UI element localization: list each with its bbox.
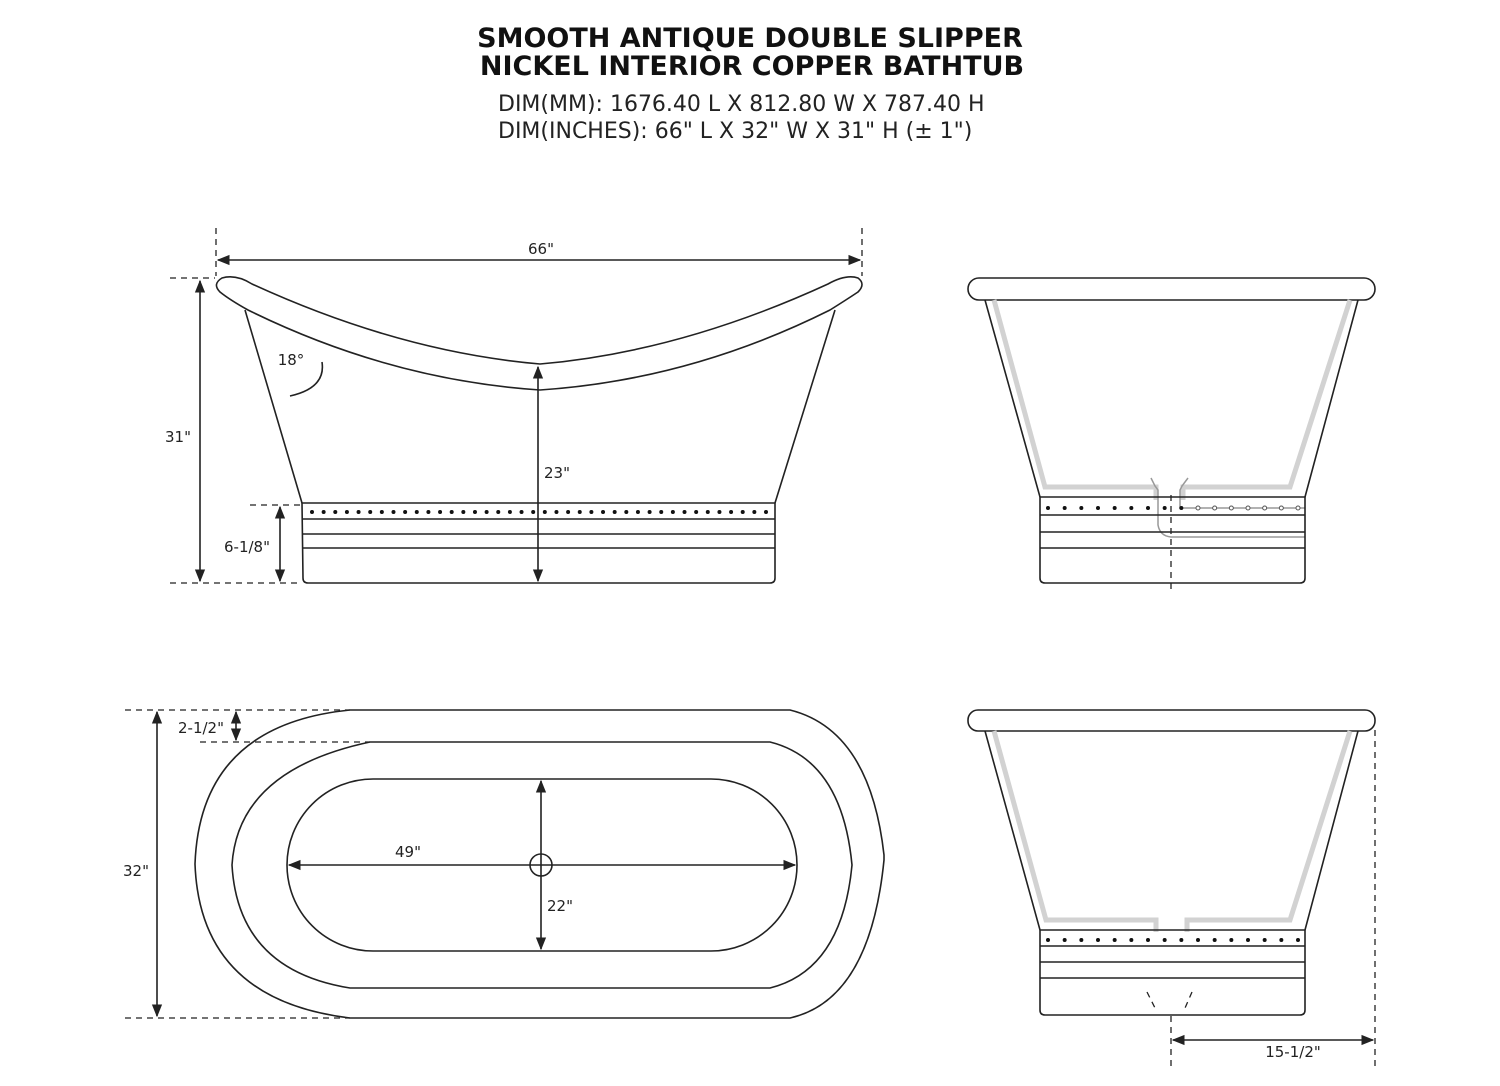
dimensions-mm: DIM(MM): 1676.40 L X 812.80 W X 787.40 H <box>498 92 985 117</box>
rivet-dot <box>1162 506 1167 510</box>
rivet-dot <box>1046 938 1050 942</box>
tub-base-band <box>301 502 776 584</box>
rivet-dot <box>1179 506 1184 510</box>
rivet-dot <box>403 510 408 514</box>
rivet-dot <box>694 510 699 514</box>
rivet-dot <box>438 510 443 514</box>
rivet-dot <box>1112 506 1117 510</box>
end-view-drain <box>967 277 1376 592</box>
rivet-dot <box>310 510 314 514</box>
rivet-dot <box>589 510 594 514</box>
rivet-dot <box>321 510 326 514</box>
rivet-dot <box>1295 505 1301 511</box>
rivet-dot <box>1179 938 1184 942</box>
rivet-dot <box>1279 938 1284 942</box>
rivet-dot <box>368 510 373 514</box>
rivet-dot <box>1196 938 1200 942</box>
rivet-dot <box>1096 938 1100 942</box>
rivet-dot <box>647 510 652 514</box>
rivet-dot <box>635 510 640 514</box>
side-view: 66" 31" 6-1/8" 23" 18° <box>165 228 863 584</box>
interior-length-label: 49" <box>395 843 421 861</box>
rivet-dot <box>379 510 384 514</box>
rivet-dot <box>1246 938 1250 942</box>
rivet-dot <box>356 510 361 514</box>
rivet-dot <box>496 510 501 514</box>
rivet-dot <box>472 510 477 514</box>
rivet-dot <box>1079 938 1084 942</box>
rivet-dot <box>542 510 547 514</box>
basin <box>286 778 798 952</box>
height-label: 31" <box>165 428 191 446</box>
rivet-dot <box>519 510 524 514</box>
rivet-dot <box>1096 506 1100 510</box>
rivet-dot <box>1046 506 1050 510</box>
rivet-dot <box>1062 506 1067 510</box>
rivet-dot <box>566 510 571 514</box>
rivet-dot <box>507 510 512 514</box>
length-label: 66" <box>528 240 554 258</box>
rivet-dot <box>1062 938 1067 942</box>
base-height-label: 6-1/8" <box>224 538 270 556</box>
rivet-dot <box>531 510 536 514</box>
angle-arc <box>289 361 324 397</box>
rivet-dot <box>717 510 722 514</box>
rivet-dot <box>1162 938 1167 942</box>
rivet-dot <box>449 510 454 514</box>
rivet-dot <box>705 510 710 514</box>
rivet-dot <box>414 510 419 514</box>
rivet-dot <box>659 510 664 514</box>
rivet-dot <box>1079 506 1084 510</box>
rivet-dot <box>612 510 617 514</box>
drain-offset-label: 15-1/2" <box>1265 1043 1321 1061</box>
dimensions-inches: DIM(INCHES): 66" L X 32" W X 31" H (± 1"… <box>498 119 972 144</box>
rivet-dot <box>391 510 396 514</box>
rivet-dot <box>577 510 582 514</box>
end-view: 15-1/2" <box>967 709 1376 1070</box>
rivet-dot <box>1212 505 1218 511</box>
rivet-dot <box>729 510 734 514</box>
rivet-dot <box>554 510 559 514</box>
rivet-dot <box>752 510 757 514</box>
rivet-dot <box>1229 938 1234 942</box>
title-line-2: NICKEL INTERIOR COPPER BATHTUB <box>480 51 1024 82</box>
rivet-dot <box>1112 938 1117 942</box>
width-label: 32" <box>123 862 149 880</box>
rivet-dot <box>1228 505 1234 511</box>
title-line-1: SMOOTH ANTIQUE DOUBLE SLIPPER <box>477 23 1023 54</box>
rivet-dot <box>601 510 606 514</box>
rivet-dot <box>1296 938 1300 942</box>
interior-width-label: 22" <box>547 897 573 915</box>
rivet-dot <box>764 510 768 514</box>
rivet-dot <box>484 510 489 514</box>
interior-depth-label: 23" <box>544 464 570 482</box>
rivet-dot <box>1262 505 1268 511</box>
rivet-dot <box>1262 938 1267 942</box>
rivet-dot <box>1129 938 1134 942</box>
rivet-dot <box>1146 938 1150 942</box>
tub-rim <box>215 276 863 391</box>
rivet-dot <box>1146 506 1150 510</box>
top-view: 32" 2-1/2" 49" 22" <box>123 709 885 1019</box>
angle-label: 18° <box>278 351 305 369</box>
rivet-dot <box>1212 938 1217 942</box>
rivet-dot <box>682 510 687 514</box>
rivet-dot <box>1195 505 1201 511</box>
rivet-dot <box>624 510 629 514</box>
rivet-dot <box>426 510 431 514</box>
rim-offset-label: 2-1/2" <box>178 719 224 737</box>
rivet-dot <box>344 510 349 514</box>
rivet-dot <box>1129 506 1134 510</box>
inner-rim <box>231 741 853 989</box>
rivet-dot <box>1278 505 1284 511</box>
rivet-dot <box>670 510 675 514</box>
rivet-dot <box>333 510 338 514</box>
rivet-dot <box>740 510 745 514</box>
rivet-dot <box>461 510 466 514</box>
rivet-dot <box>1245 505 1251 511</box>
